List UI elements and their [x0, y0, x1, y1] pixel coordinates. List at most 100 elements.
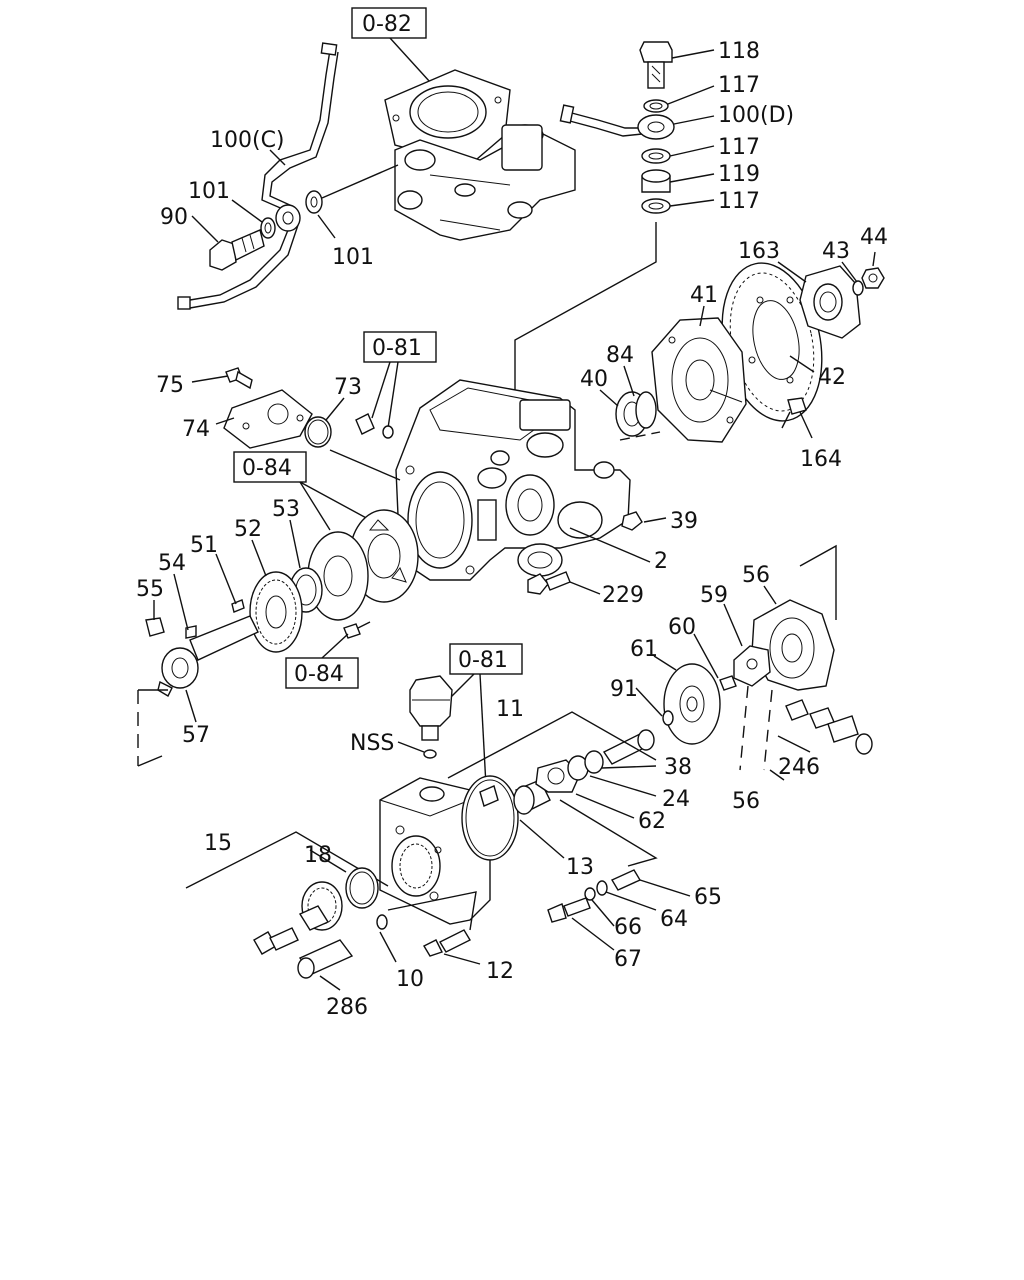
label-nss: NSS [350, 731, 394, 756]
label-11: 11 [496, 697, 524, 722]
shaft-57 [189, 615, 259, 661]
label-42: 42 [818, 365, 846, 390]
label-18: 18 [304, 843, 332, 868]
label-163: 163 [738, 239, 780, 264]
washer-117-top [643, 99, 669, 113]
oring-nss [423, 749, 437, 759]
label-24: 24 [662, 787, 690, 812]
ref-0-81-upper: 0-81 [372, 336, 422, 361]
label-286: 286 [326, 995, 368, 1020]
drive-shaft-assembly: 0-84 0-84 [136, 451, 419, 767]
washer-101-right [305, 190, 323, 214]
label-13: 13 [566, 855, 594, 880]
bolt-90 [209, 239, 237, 271]
ref-box-0-82 [351, 7, 427, 39]
label-101-b: 101 [332, 245, 374, 270]
label-75: 75 [156, 373, 184, 398]
label-66: 66 [614, 915, 642, 940]
label-101-a: 101 [188, 179, 230, 204]
banjo-bolt-118 [639, 41, 673, 63]
pump-head-assembly: 0-81 NSS [185, 643, 722, 1020]
label-62: 62 [638, 809, 666, 834]
upper-housing-assembly: 0-82 [160, 7, 576, 310]
label-100c: 100(C) [210, 128, 285, 153]
label-118: 118 [718, 39, 760, 64]
roller-59 [733, 645, 771, 687]
label-64: 64 [660, 907, 688, 932]
label-117-c: 117 [718, 189, 760, 214]
nut-44 [861, 267, 885, 289]
seal-84 [635, 391, 657, 429]
ref-0-84-upper: 0-84 [242, 456, 292, 481]
pin-246 [827, 715, 859, 743]
label-61: 61 [630, 637, 658, 662]
label-59: 59 [700, 583, 728, 608]
ref-box-0-84-lower [285, 657, 359, 689]
label-56-top: 56 [742, 563, 770, 588]
label-84: 84 [606, 343, 634, 368]
drive-gear-assembly: 163 43 44 41 42 84 40 164 [580, 225, 888, 472]
label-57: 57 [182, 723, 210, 748]
label-40: 40 [580, 367, 608, 392]
washer-10 [376, 914, 388, 930]
label-119: 119 [718, 162, 760, 187]
ref-0-82: 0-82 [362, 12, 412, 37]
ref-box-0-81-upper [363, 331, 437, 363]
label-44: 44 [860, 225, 888, 250]
nut-55 [145, 617, 165, 637]
oring-73 [304, 416, 332, 448]
ref-box-0-84-upper [233, 451, 307, 483]
nut-64 [596, 880, 608, 896]
pin-60 [719, 675, 737, 691]
label-90: 90 [160, 205, 188, 230]
label-38: 38 [664, 755, 692, 780]
gear-52 [249, 571, 303, 653]
label-91: 91 [610, 677, 638, 702]
label-12: 12 [486, 959, 514, 984]
bolt-67 [547, 903, 567, 923]
label-65: 65 [694, 885, 722, 910]
label-53: 53 [272, 497, 300, 522]
bolt-164 [787, 397, 807, 415]
label-60: 60 [668, 615, 696, 640]
label-117-b: 117 [718, 135, 760, 160]
washer-91 [662, 710, 674, 726]
ref-0-84-lower: 0-84 [294, 662, 344, 687]
screw-65 [610, 869, 642, 891]
label-73: 73 [334, 375, 362, 400]
label-74: 74 [182, 417, 210, 442]
plate-61 [663, 663, 721, 745]
bolt-39 [621, 511, 643, 531]
ref-0-81-lower: 0-81 [458, 648, 508, 673]
washer-101-left [260, 217, 276, 239]
housing-bore [407, 471, 473, 569]
washer-117-bottom [641, 198, 671, 214]
washer-117-mid [641, 148, 671, 164]
label-43: 43 [822, 239, 850, 264]
solenoid-valve [409, 675, 453, 727]
label-100d: 100(D) [718, 103, 794, 128]
ring-38 [584, 750, 604, 774]
main-pump-body: 0-81 39 2 229 [156, 331, 698, 608]
key-51 [231, 599, 245, 613]
cam-assembly: 56 59 60 61 91 246 56 [610, 544, 873, 814]
label-51: 51 [190, 533, 218, 558]
label-54: 54 [158, 551, 186, 576]
bolt-229 [527, 573, 549, 595]
label-15: 15 [204, 831, 232, 856]
oring-13 [461, 775, 519, 861]
label-55: 55 [136, 577, 164, 602]
label-10: 10 [396, 967, 424, 992]
label-67: 67 [614, 947, 642, 972]
housing-port [517, 543, 563, 577]
label-56-bottom: 56 [732, 789, 760, 814]
label-41: 41 [690, 283, 718, 308]
label-39: 39 [670, 509, 698, 534]
label-229: 229 [602, 583, 644, 608]
ref-box-0-81-lower [449, 643, 523, 675]
washer-43 [852, 280, 864, 296]
label-164: 164 [800, 447, 842, 472]
banjo-100d [637, 114, 675, 140]
